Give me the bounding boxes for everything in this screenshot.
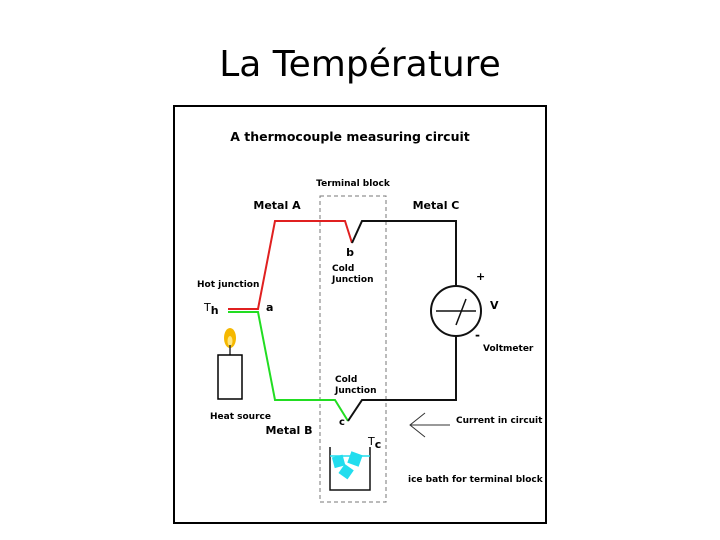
cold-junction-top-line2: Junction [331,275,373,285]
cold-junction-top-line1: Cold [332,264,354,274]
tc-label: Tc [367,435,381,451]
th-label: Th [203,301,219,317]
tc-sub: c [375,438,382,451]
metal-a-label: Metal A [253,199,301,212]
hot-junction-label: Hot junction [197,280,259,290]
metal-c-wire-top [351,220,457,286]
th-sub: h [211,304,219,317]
ice-bath-label: ice bath for terminal block [408,475,544,485]
slide-title: La Température [219,44,501,85]
voltmeter-symbol: V [490,299,499,312]
tc-t: T [367,435,375,448]
cold-junction-bottom-line2: Junction [334,386,376,396]
terminal-block-box [319,195,387,503]
metal-b-wire [228,311,349,422]
voltmeter-label: Voltmeter [483,344,534,354]
junction-b-label: b [346,246,354,259]
ice-cube-icon [347,451,363,467]
diagram-title: A thermocouple measuring circuit [230,129,469,144]
junction-a-label: a [266,301,273,314]
ice-bath-beaker [329,447,371,491]
th-t: T [203,301,211,314]
cold-junction-bottom-line1: Cold [335,375,357,385]
diagram-frame [173,105,547,524]
minus-label: - [475,328,480,342]
metal-b-label: Metal B [265,424,312,437]
terminal-block-label: Terminal block [316,179,391,189]
ice-cube-icon [331,454,346,469]
metal-a-wire [228,220,353,310]
voltmeter-needle [455,298,467,326]
ice-cube-icon [338,464,354,480]
metal-c-wire-bottom [347,336,457,422]
flame-core-icon [227,336,233,346]
heat-source-label: Heat source [210,412,271,422]
junction-c-label: c [339,417,345,428]
plus-label: + [476,270,485,283]
current-label: Current in circuit [456,416,543,426]
metal-c-label: Metal C [413,199,460,212]
candle-icon [217,354,243,400]
